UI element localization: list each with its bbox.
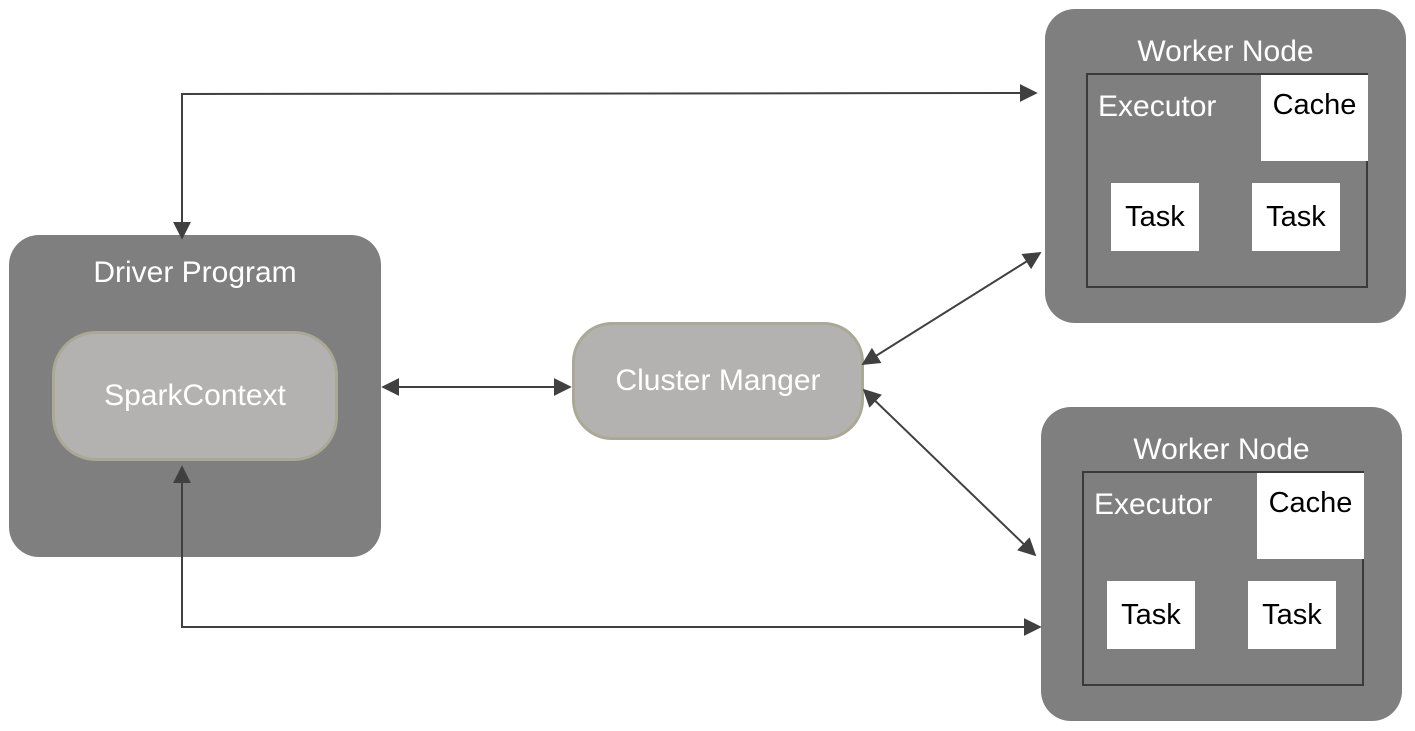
executor-2: Executor Cache Task Task bbox=[1082, 471, 1364, 686]
worker-node-1-title: Worker Node bbox=[1137, 35, 1314, 68]
driver-program-title: Driver Program bbox=[93, 256, 297, 289]
cluster-manager: Cluster Manger bbox=[572, 322, 864, 440]
executor-2-label: Executor bbox=[1094, 488, 1213, 521]
task-2a: Task bbox=[1107, 581, 1195, 649]
worker-node-2-title: Worker Node bbox=[1133, 433, 1310, 466]
arrow-context-worker2 bbox=[173, 465, 1042, 636]
task-1b: Task bbox=[1252, 183, 1340, 251]
spark-context: SparkContext bbox=[52, 331, 338, 461]
cache-2: Cache bbox=[1257, 473, 1364, 559]
cache-1: Cache bbox=[1261, 75, 1368, 161]
arrow-driver-worker1 bbox=[173, 84, 1038, 240]
arrow-cluster-worker2 bbox=[862, 388, 1037, 557]
executor-1: Executor Cache Task Task bbox=[1086, 73, 1368, 288]
executor-1-label: Executor bbox=[1098, 90, 1217, 123]
task-2b: Task bbox=[1248, 581, 1336, 649]
task-1a: Task bbox=[1111, 183, 1199, 251]
arrow-cluster-worker1 bbox=[861, 252, 1042, 365]
worker-node-1: Worker Node Executor Cache Task Task bbox=[1045, 9, 1406, 323]
worker-node-2: Worker Node Executor Cache Task Task bbox=[1041, 407, 1402, 721]
